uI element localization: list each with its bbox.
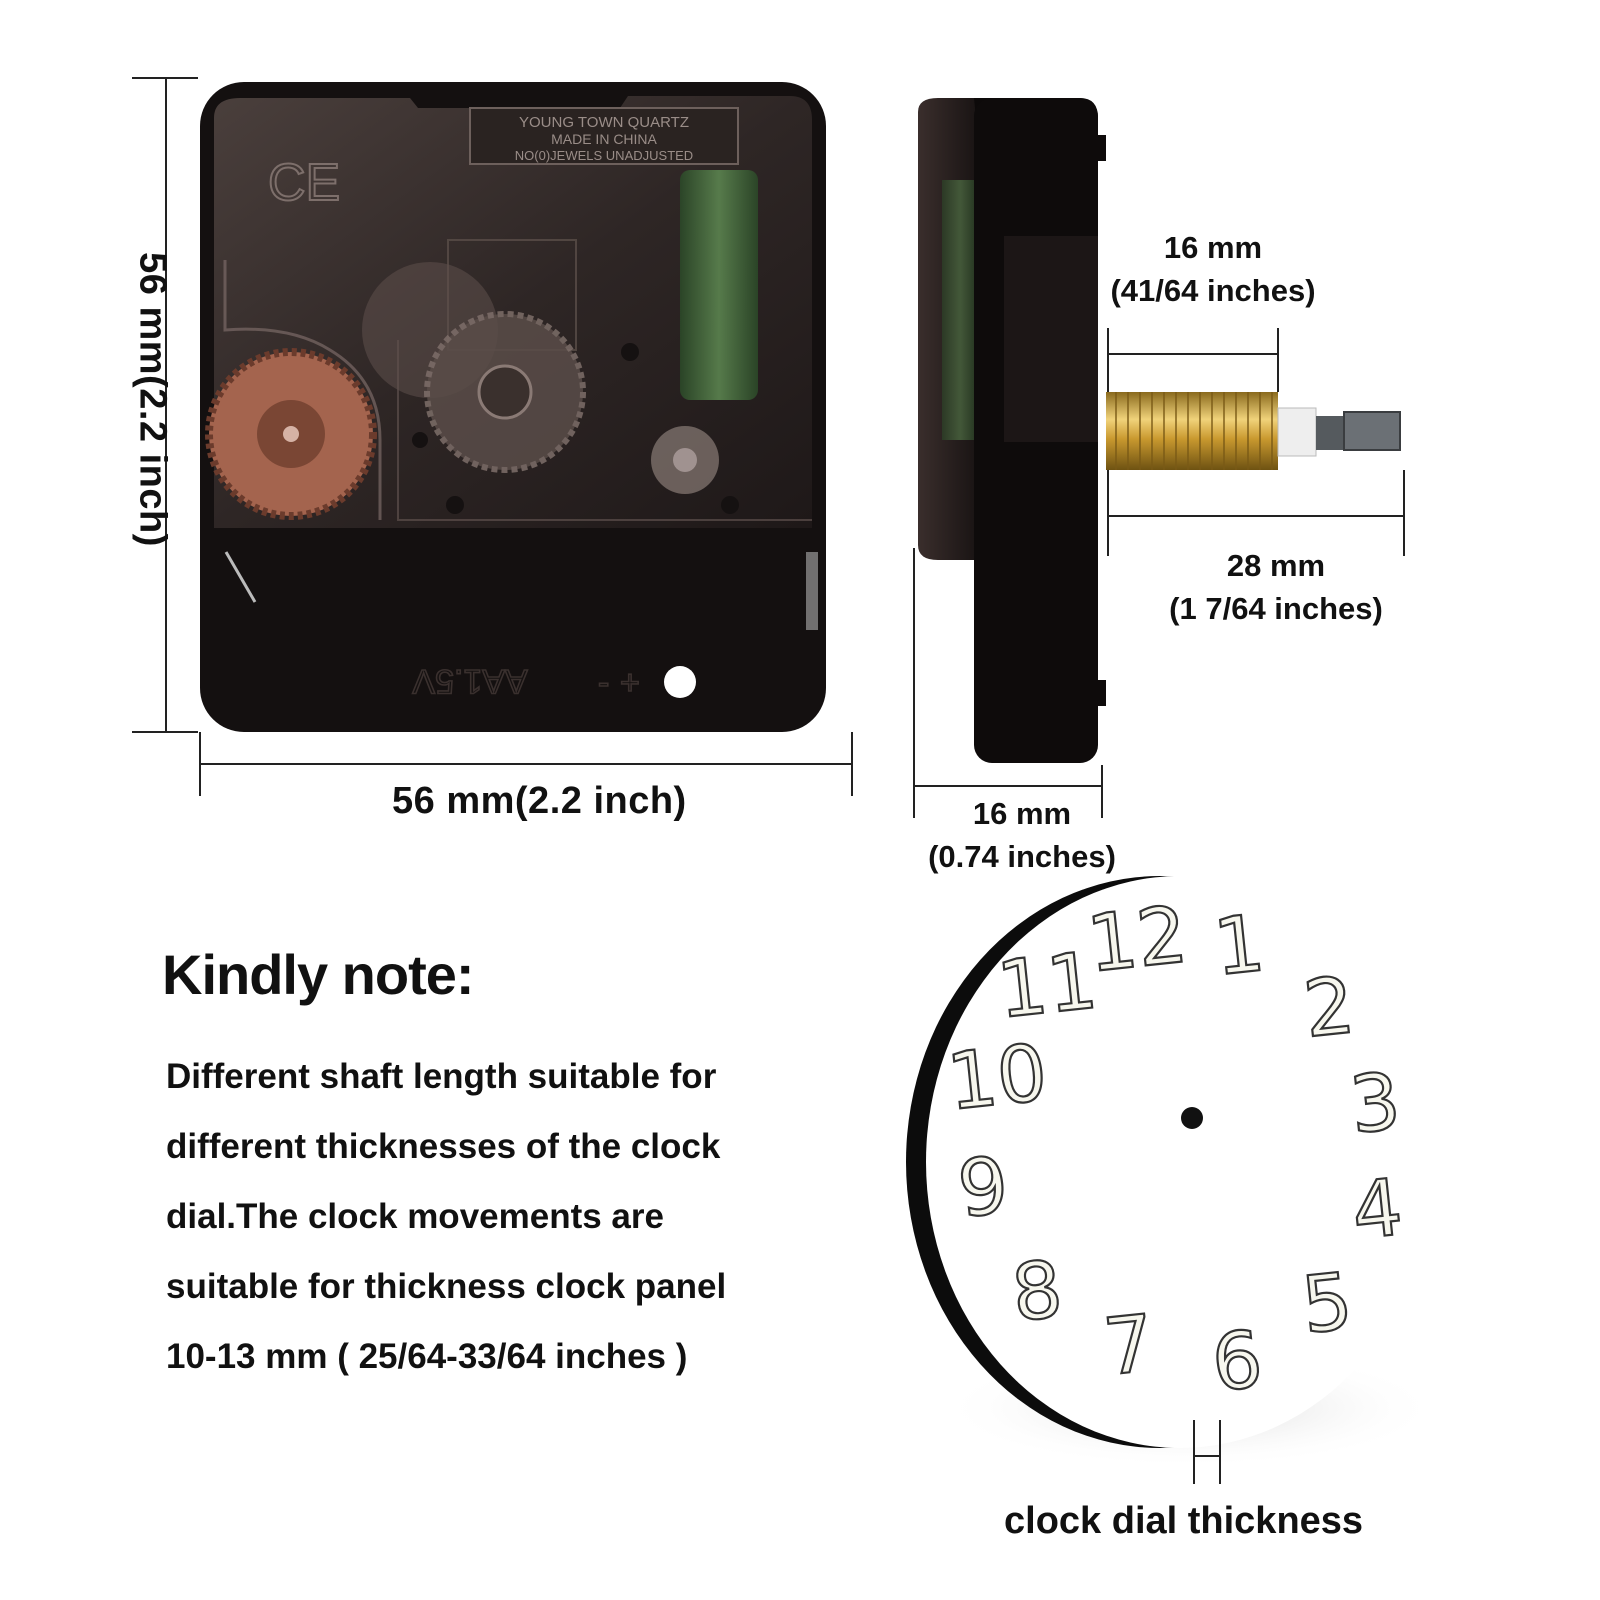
coil-icon [680,170,758,400]
numeral-11: 11 [993,936,1101,1036]
numeral-5: 5 [1298,1257,1357,1352]
dial-face [926,876,1434,1448]
body-depth-label: 16 mm (0.74 inches) [912,792,1132,878]
clock-dial: 12 1 2 3 4 5 6 7 8 9 10 11 [906,876,1440,1484]
brand-plate [469,107,739,165]
body-depth-inches: (0.74 inches) [928,839,1116,874]
numeral-6: 6 [1208,1315,1267,1410]
brand-line-3: NO(0)JEWELS UNADJUSTED [515,148,693,163]
numeral-9: 9 [954,1141,1013,1236]
battery-compartment [214,528,812,718]
body-depth-mm: 16 mm [972,796,1072,831]
front-dimension-lines [132,77,853,796]
shaft-thread-inches: (41/64 inches) [1110,273,1316,308]
numeral-2: 2 [1300,961,1359,1056]
numeral-12: 12 [1083,890,1191,990]
front-view-movement: YOUNG TOWN QUARTZ MADE IN CHINA NO(0)JEW… [200,82,826,732]
numeral-7: 7 [1100,1299,1159,1394]
battery-marking: AA1.5V [412,662,528,700]
battery-contact-spring [224,551,257,603]
shaft-total-mm: 28 mm [1226,548,1326,583]
note-line-1: Different shaft length suitable for [166,1057,717,1096]
second-hand-pin [1316,416,1344,450]
note-body: Different shaft length suitable for diff… [166,1042,806,1392]
numeral-1: 1 [1210,899,1269,994]
brand-line-2: MADE IN CHINA [551,131,657,147]
hanger-hole [664,666,696,698]
dial-thickness-label: clock dial thickness [1004,1500,1364,1542]
width-dimension-label: 56 mm(2.2 inch) [392,780,687,822]
note-line-2: different thicknesses of the clock [166,1127,721,1166]
side-dimension-lines [913,328,1405,818]
battery-minus-mark: - [598,664,609,702]
minute-hand-bushing [1277,407,1317,457]
shaft-tip-thread [1343,411,1401,451]
dial-center-hole [1181,1107,1203,1129]
ce-mark-icon: CE [268,154,340,212]
battery-plus-mark: + [620,664,640,702]
note-line-5: 10-13 mm ( 25/64-33/64 inches ) [166,1337,688,1376]
dial-numerals: 12 1 2 3 4 5 6 7 8 9 10 11 [942,889,1408,1410]
note-line-4: suitable for thickness clock panel [166,1267,727,1306]
numeral-10: 10 [943,1028,1051,1128]
brand-line-1: YOUNG TOWN QUARTZ [519,114,689,131]
shaft-total-inches: (1 7/64 inches) [1169,591,1383,626]
note-line-3: dial.The clock movements are [166,1197,664,1236]
numeral-4: 4 [1348,1163,1407,1258]
shaft-total-length-label: 28 mm (1 7/64 inches) [1156,544,1396,630]
note-title: Kindly note: [162,943,475,1006]
height-dimension-label: 56 mm(2.2 inch) [131,252,174,547]
side-view-movement [918,98,1401,763]
dial-thickness-marker [1193,1420,1221,1484]
threaded-shaft [1106,392,1278,470]
numeral-8: 8 [1008,1245,1067,1340]
shaft-thread-length-label: 16 mm (41/64 inches) [1098,226,1328,312]
numeral-3: 3 [1346,1057,1405,1152]
shaft-thread-mm: 16 mm [1163,230,1263,265]
